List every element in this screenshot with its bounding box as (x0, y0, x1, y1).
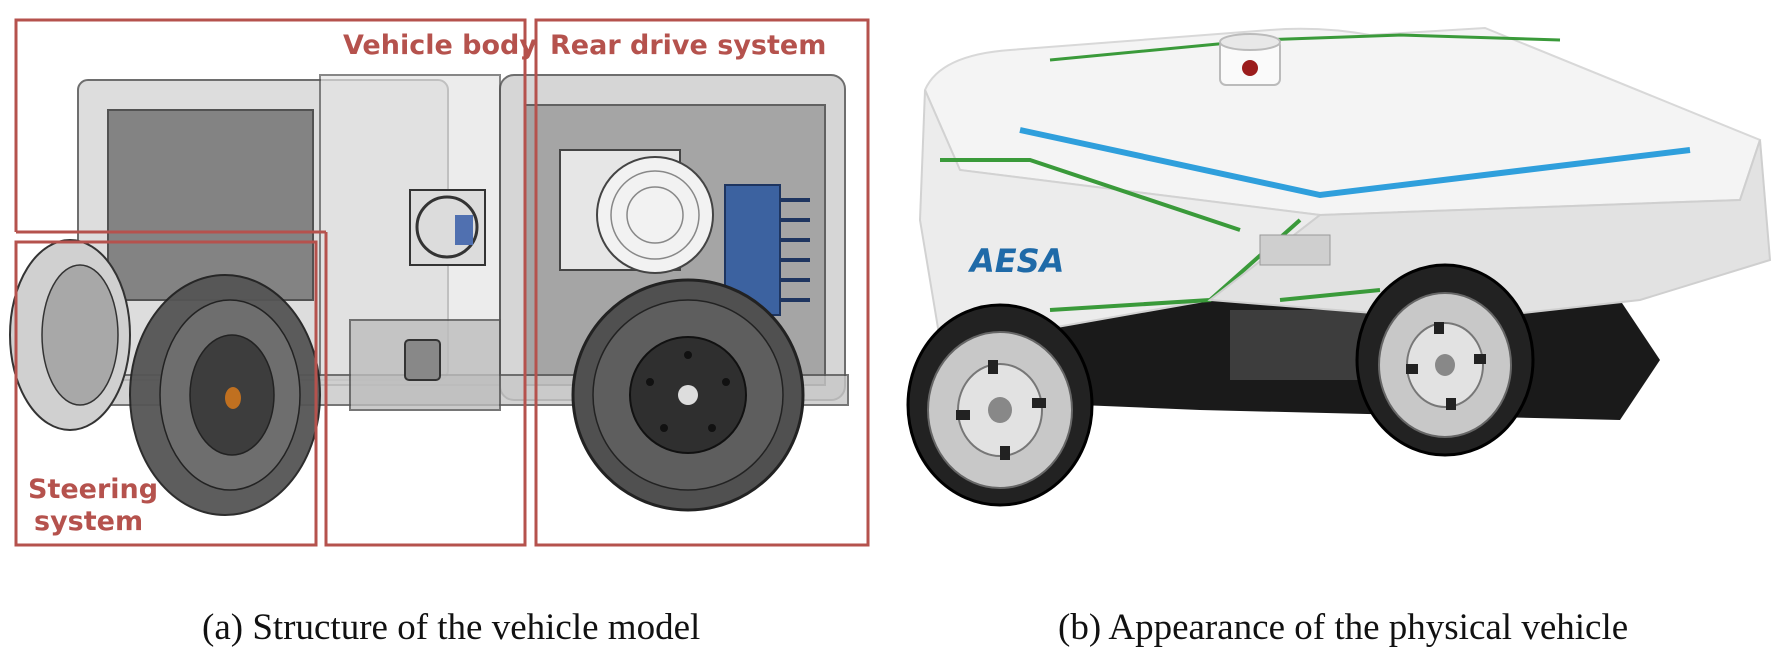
vehicle-body-frame (14, 18, 527, 547)
steering-wheel-rear-side (9, 239, 131, 431)
structure-model-diagram: Vehicle body Rear drive system Steering … (0, 0, 880, 560)
vehicle-top (923, 26, 1762, 217)
rear-drive-wheel (571, 278, 805, 512)
connector (404, 339, 441, 381)
label-rear-drive-system: Rear drive system (550, 30, 826, 61)
label-steering-line2: system (34, 506, 143, 537)
label-steering-line1: Steering (28, 474, 158, 505)
caption-structure-model: (a) Structure of the vehicle model (202, 607, 701, 648)
drive-motor (559, 149, 714, 274)
brand-logo: AESA (967, 242, 1064, 280)
rear-drive-frame (534, 18, 870, 547)
physical-vehicle-photo: AESA (900, 0, 1776, 560)
vehicle-photo-illustration: AESA (900, 0, 1776, 560)
caption-physical-vehicle: (b) Appearance of the physical vehicle (1058, 607, 1629, 648)
front-wheel (906, 303, 1094, 507)
cooling-fan (409, 189, 486, 266)
steering-frame (14, 240, 318, 547)
vehicle-model-drawing: Vehicle body Rear drive system Steering … (0, 0, 880, 560)
region-frames (14, 18, 870, 547)
label-vehicle-body: Vehicle body (343, 30, 537, 61)
top-sensor (1219, 33, 1281, 86)
rear-wheel (1355, 263, 1535, 457)
vehicle-side-body (1207, 139, 1772, 322)
heat-sink (724, 184, 810, 316)
steering-wheel-front (129, 274, 321, 516)
